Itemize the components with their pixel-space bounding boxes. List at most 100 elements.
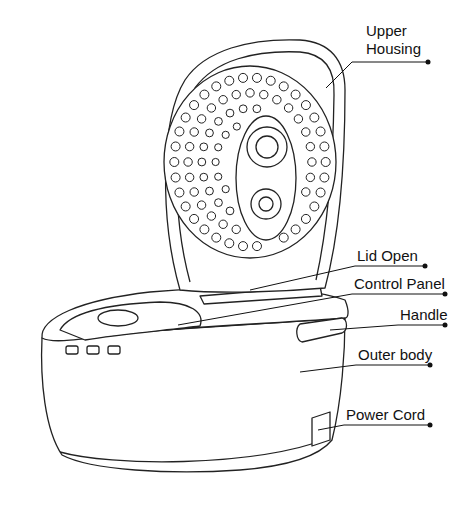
vent-hole: [181, 202, 190, 211]
vent-hole: [190, 101, 199, 110]
vent-hole: [232, 90, 240, 98]
vent-hole: [302, 188, 310, 196]
vent-hole: [197, 115, 205, 123]
vent-hole: [284, 104, 292, 112]
lid-plate: [164, 66, 336, 258]
vent-hole: [301, 101, 310, 110]
vent-hole: [200, 90, 209, 99]
vent-hole: [215, 144, 222, 151]
vent-hole: [222, 186, 229, 193]
vent-hole: [291, 90, 300, 99]
vent-hole: [316, 127, 325, 136]
handle: [297, 318, 347, 342]
vent-hole: [207, 104, 215, 112]
vent-hole: [279, 82, 288, 91]
vent-hole: [212, 82, 221, 91]
vent-hole: [207, 212, 215, 220]
control-panel: [60, 302, 201, 340]
vent-hole: [190, 214, 199, 223]
vent-hole: [252, 73, 261, 82]
vent-hole: [306, 173, 314, 181]
vent-hole: [184, 158, 192, 166]
leader-line: [330, 325, 445, 330]
vent-hole: [310, 113, 319, 122]
part-label: Upper Housing: [366, 22, 430, 58]
valve-inner: [256, 136, 278, 158]
vent-hole: [212, 158, 219, 165]
vent-hole: [320, 142, 329, 151]
vent-hole: [190, 188, 198, 196]
vent-hole: [225, 239, 234, 248]
vent-hole: [215, 117, 223, 125]
valve: [251, 189, 281, 219]
vent-hole: [170, 158, 179, 167]
part-label: Handle: [400, 306, 448, 324]
leader-dot: [426, 60, 431, 65]
vent-hole: [206, 187, 214, 195]
vent-hole: [302, 128, 310, 136]
vent-hole: [320, 173, 329, 182]
vent-hole: [266, 76, 275, 85]
leader-line: [318, 425, 430, 430]
vent-hole: [253, 105, 261, 113]
vent-hole: [212, 233, 221, 242]
button: [108, 346, 120, 354]
vent-hole: [215, 173, 222, 180]
vent-hole: [273, 96, 281, 104]
vent-hole: [185, 173, 193, 181]
body-base-line: [60, 438, 330, 462]
vent-hole: [226, 207, 234, 215]
vent-hole: [294, 115, 302, 123]
panel-knob: [98, 310, 138, 326]
vent-hole: [222, 131, 229, 138]
vent-hole: [239, 73, 248, 82]
vent-hole: [175, 188, 184, 197]
vent-hole: [260, 90, 268, 98]
vent-hole: [197, 201, 205, 209]
vent-hole: [310, 202, 319, 211]
vent-hole: [200, 173, 208, 181]
leader-line: [300, 365, 430, 372]
vent-hole: [232, 225, 240, 233]
vent-hole: [301, 214, 310, 223]
vent-hole: [215, 199, 223, 207]
vent-hole: [239, 105, 247, 113]
leader-dot: [443, 323, 448, 328]
vent-hole: [181, 113, 190, 122]
vent-hole: [190, 128, 198, 136]
vent-hole: [200, 225, 209, 234]
vent-hole: [175, 127, 184, 136]
part-label: Outer body: [358, 346, 432, 364]
part-label: Power Cord: [346, 406, 425, 424]
leader-line: [326, 62, 428, 88]
vent-hole: [219, 96, 227, 104]
center-oval: [236, 116, 296, 240]
vent-hole: [233, 123, 240, 130]
button: [87, 346, 99, 354]
vent-hole: [200, 143, 208, 151]
vent-hole: [252, 242, 261, 251]
button: [66, 346, 78, 354]
leader-dot: [423, 264, 428, 269]
leader-dot: [428, 363, 433, 368]
leader-dot: [428, 423, 433, 428]
vent-hole: [306, 142, 314, 150]
vent-hole: [279, 233, 288, 242]
valve-inner: [259, 197, 273, 211]
vent-hole: [225, 76, 234, 85]
vent-hole: [206, 129, 214, 137]
valve: [247, 127, 287, 167]
vent-hole: [246, 89, 254, 97]
vent-hole: [171, 173, 180, 182]
part-label: Control Panel: [354, 275, 445, 293]
vent-hole: [321, 158, 330, 167]
vent-hole: [219, 220, 227, 228]
part-label: Lid Open: [357, 247, 418, 265]
vent-hole: [291, 225, 300, 234]
leader-dot: [443, 292, 448, 297]
vent-hole: [198, 158, 206, 166]
vent-hole: [239, 242, 248, 251]
vent-hole: [171, 142, 180, 151]
vent-hole: [316, 188, 325, 197]
